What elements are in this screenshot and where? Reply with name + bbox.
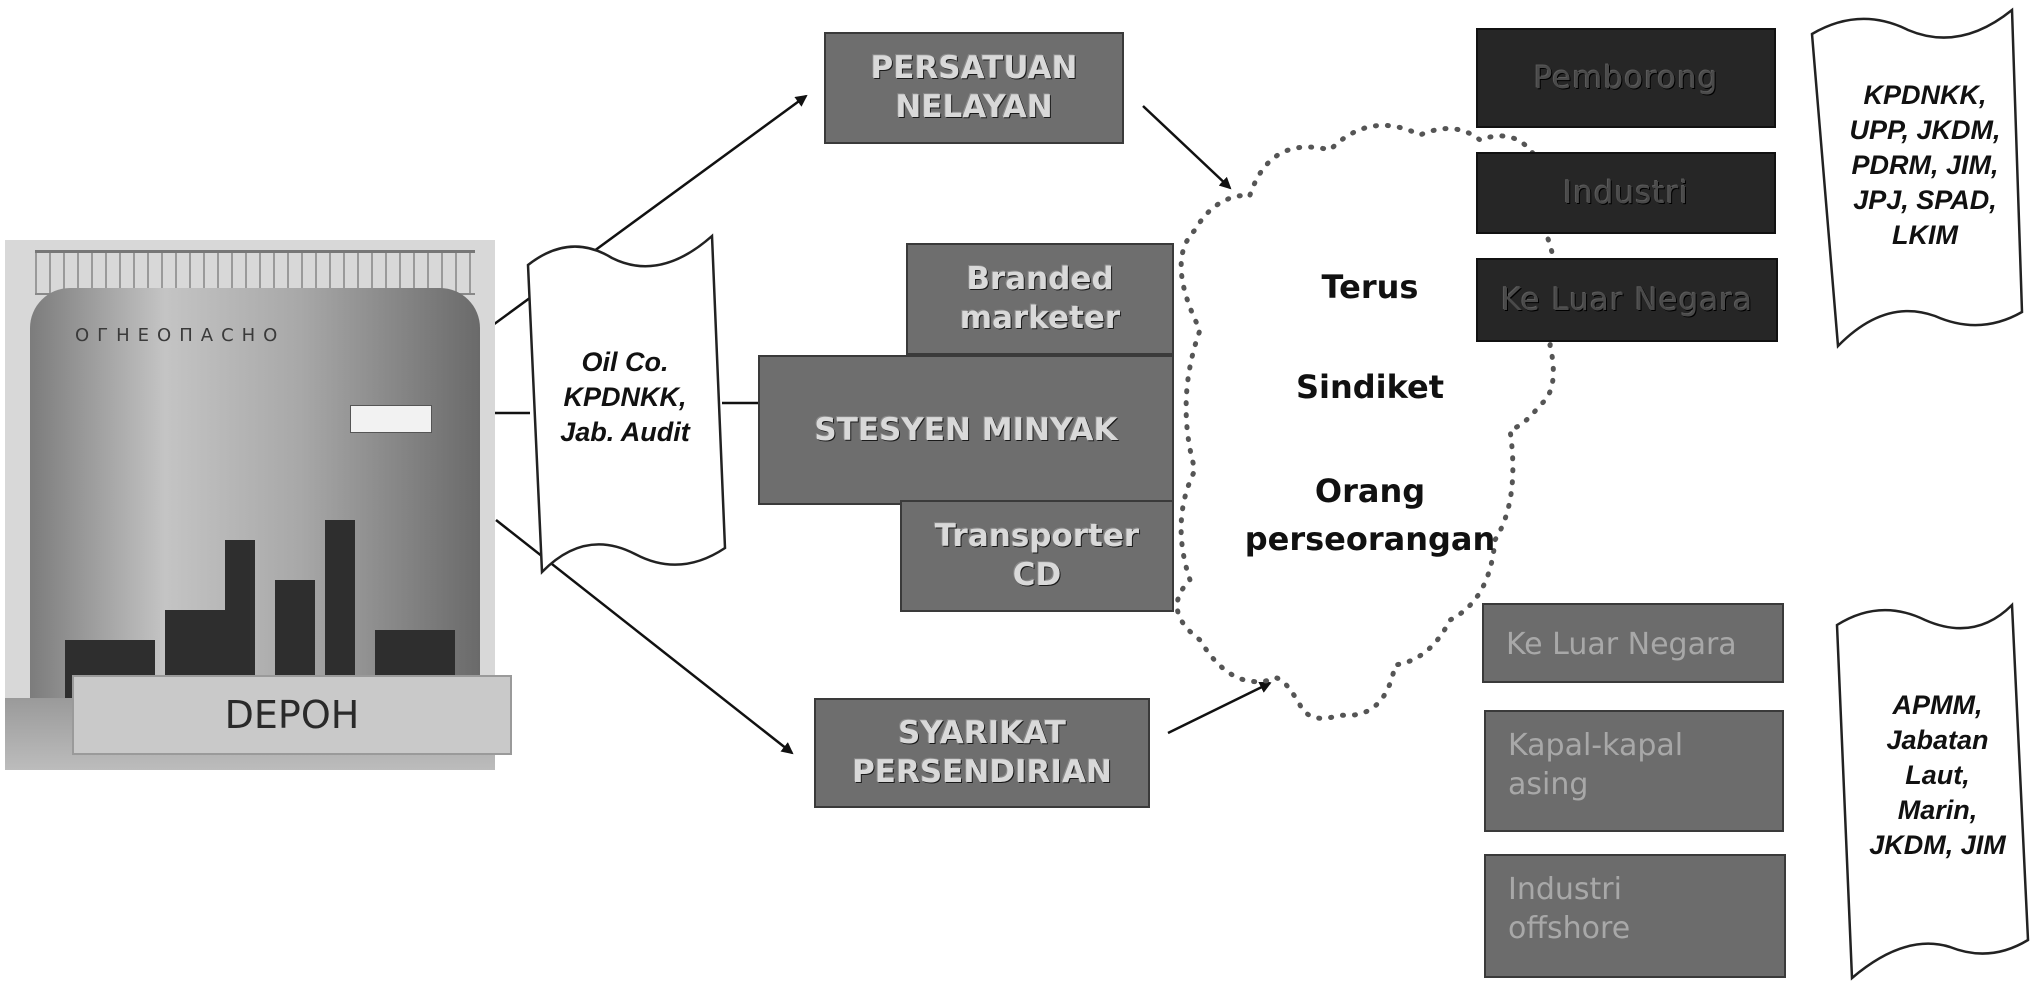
arrow-persatuan-to-cloud (1142, 105, 1232, 190)
bottom-scroll-shape (1835, 602, 2030, 981)
cloud-text-terus: Terus (1321, 268, 1419, 306)
transporter-cd-box: Transporter CD (900, 500, 1174, 612)
audit-scroll-text: Oil Co. KPDNKK, Jab. Audit (560, 347, 690, 448)
target-ke-luar-negara-bottom: Ke Luar Negara (1482, 603, 1784, 683)
tank-stencil-text: ОГНЕОПАСНО (75, 325, 286, 346)
stesyen-minyak-box: STESYEN MINYAK (758, 355, 1174, 505)
tank-logo (350, 405, 432, 433)
cloud-text-perseorangan: perseorangan (1244, 520, 1496, 558)
top-scroll-text: KPDNKK, UPP, JKDM, PDRM, JIM, JPJ, SPAD,… (1849, 80, 2001, 251)
branded-marketer-box: Branded marketer (906, 243, 1174, 355)
target-pemborong: Pemborong (1476, 28, 1776, 128)
tank-city-silhouette (45, 500, 475, 700)
bottom-scroll-text: APMM, Jabatan Laut, Marin, JKDM, JIM (1869, 690, 2006, 861)
audit-scroll-shape (526, 233, 727, 575)
cloud-text-orang: Orang (1314, 472, 1426, 510)
target-kapal-asing: Kapal-kapal asing (1484, 710, 1784, 832)
cloud-text-sindiket: Sindiket (1295, 368, 1445, 406)
target-industri-offshore: Industri offshore (1484, 854, 1786, 978)
persatuan-nelayan-box: PERSATUAN NELAYAN (824, 32, 1124, 144)
tank-railing (35, 250, 475, 295)
top-scroll-shape (1810, 7, 2024, 349)
arrow-syarikat-to-cloud (1167, 681, 1272, 735)
syarikat-persendirian-box: SYARIKAT PERSENDIRIAN (814, 698, 1150, 808)
target-industri: Industri (1476, 152, 1776, 234)
cloud-shape (1174, 122, 1562, 721)
depot-label: DEPOH (72, 675, 512, 755)
target-ke-luar-negara-top: Ke Luar Negara (1476, 258, 1778, 342)
